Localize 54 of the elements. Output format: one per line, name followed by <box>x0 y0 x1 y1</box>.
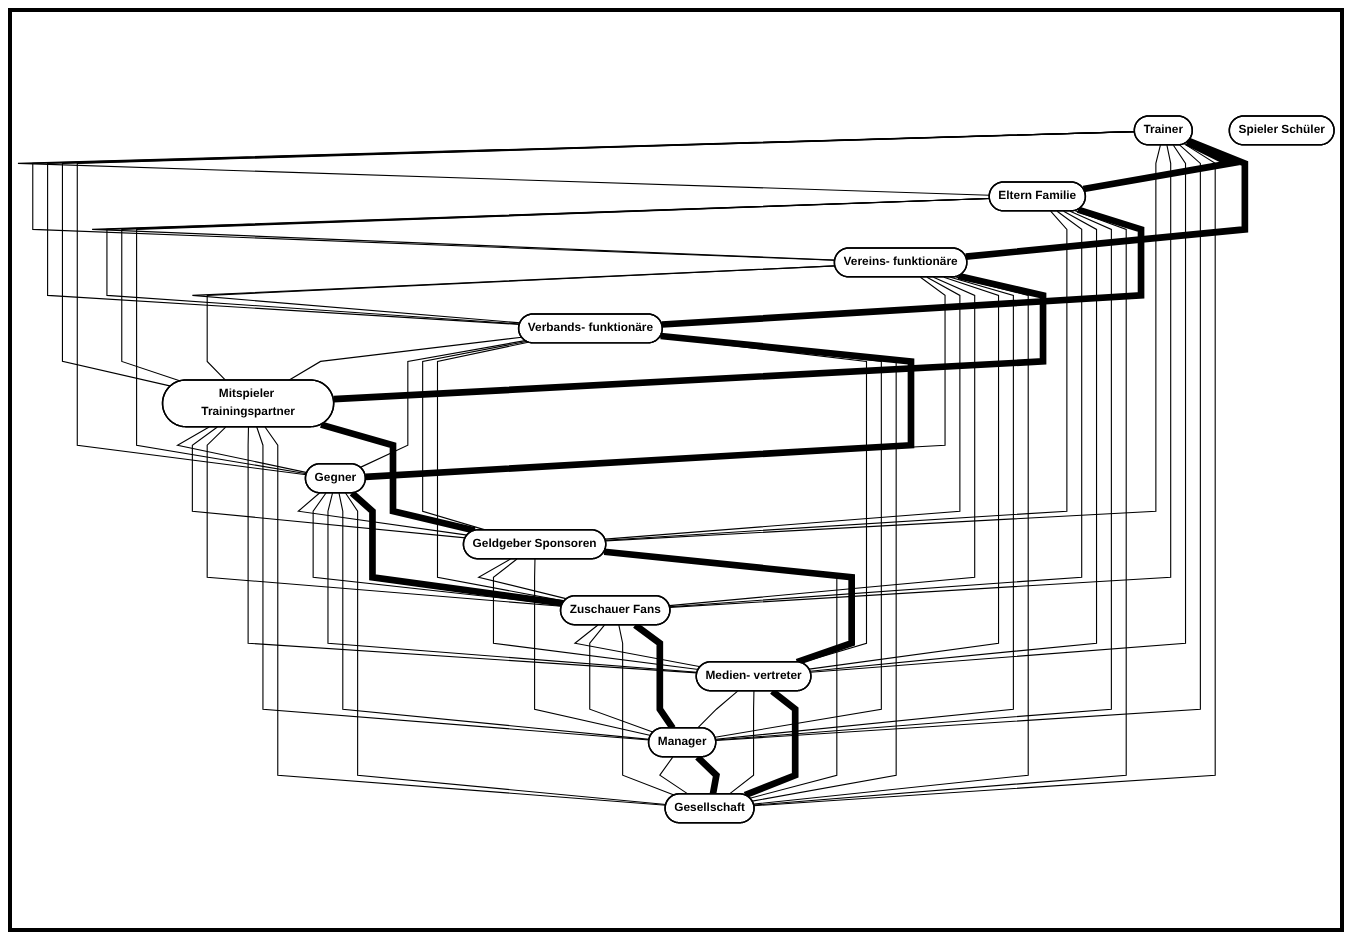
connector <box>349 491 564 608</box>
connector <box>191 427 466 540</box>
connector <box>436 342 566 603</box>
connector <box>604 211 1068 542</box>
connector <box>589 625 654 734</box>
connector <box>965 138 1249 261</box>
connector <box>669 145 1172 609</box>
connector <box>728 691 755 796</box>
connector <box>492 559 699 671</box>
connector <box>809 211 1098 673</box>
connector <box>753 277 1029 806</box>
connector <box>297 493 468 537</box>
connector <box>604 277 961 541</box>
connector <box>603 549 855 666</box>
connector <box>365 277 946 479</box>
connector <box>320 422 476 535</box>
connector <box>206 266 836 382</box>
connector <box>191 265 836 325</box>
connector <box>359 340 526 469</box>
connector <box>288 337 523 382</box>
connector <box>256 427 650 742</box>
connector <box>327 493 698 674</box>
connector <box>661 207 1145 329</box>
connector <box>668 277 976 607</box>
connector <box>534 559 652 737</box>
connector <box>264 427 667 807</box>
connector <box>1082 139 1241 193</box>
connector <box>76 131 1136 477</box>
connector <box>206 427 563 608</box>
connector <box>753 144 1216 807</box>
connector <box>695 755 720 796</box>
connector <box>176 427 308 474</box>
connector <box>333 273 1047 404</box>
connector <box>743 689 799 799</box>
connector <box>633 623 676 731</box>
connector <box>808 277 1000 671</box>
connector <box>715 277 1014 741</box>
connector <box>247 427 698 675</box>
connector <box>810 145 1187 674</box>
connector <box>573 625 702 668</box>
connector <box>344 493 667 806</box>
connector <box>618 625 676 797</box>
connector <box>715 145 1201 742</box>
connector <box>669 211 1083 608</box>
connector <box>753 210 1127 807</box>
connector <box>312 493 563 606</box>
connector <box>365 333 915 481</box>
connector <box>605 145 1161 543</box>
connector <box>477 559 568 601</box>
connector <box>696 691 739 730</box>
connector <box>422 341 528 532</box>
connector <box>715 211 1112 742</box>
connector <box>338 493 650 741</box>
connector <box>136 198 991 475</box>
